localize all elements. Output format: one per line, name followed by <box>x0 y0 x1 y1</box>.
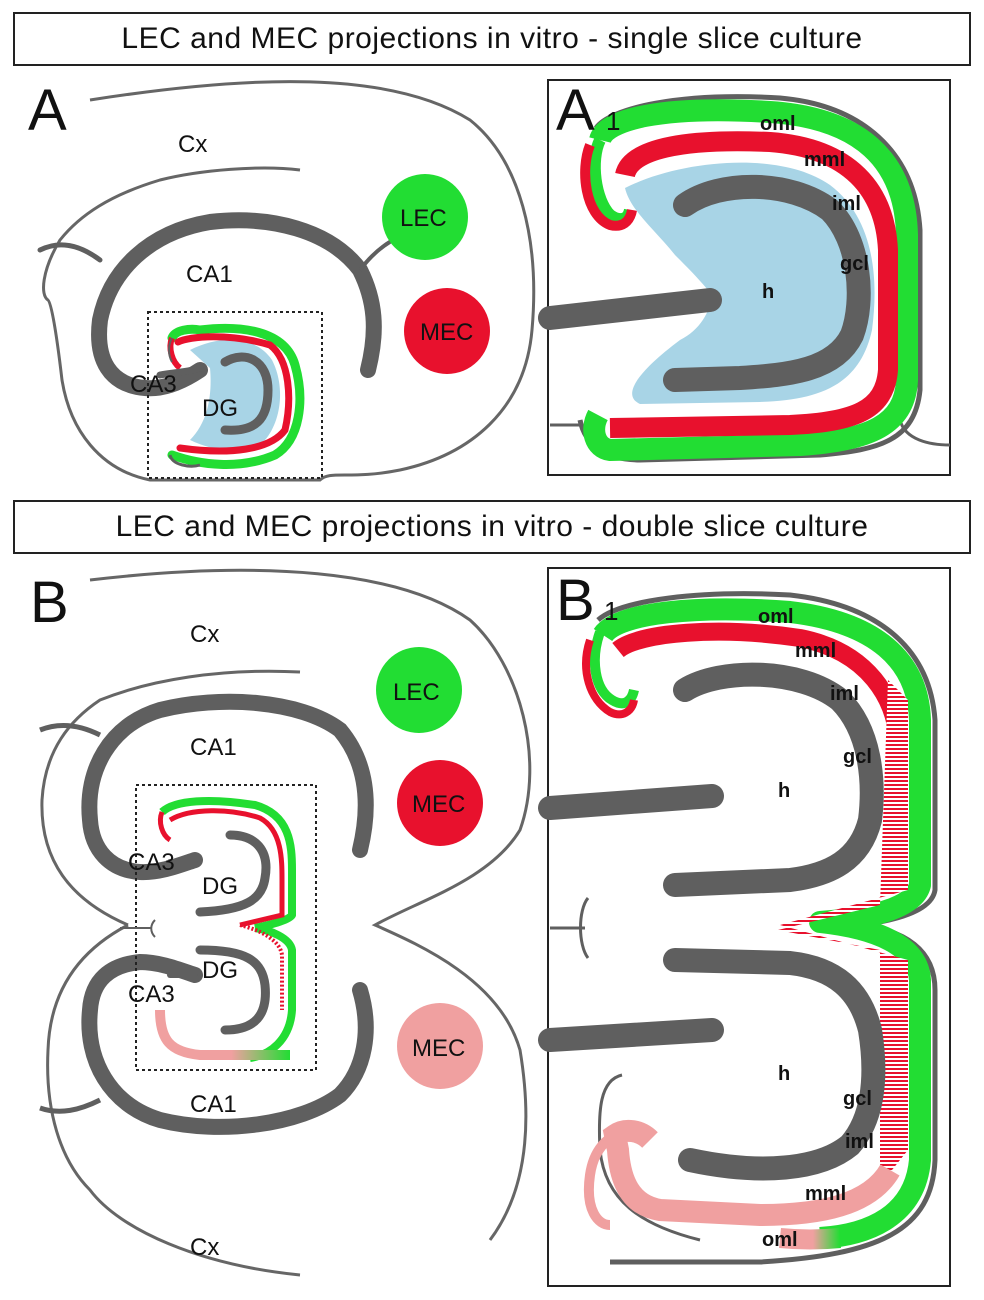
oml-a1 <box>583 99 918 461</box>
panel-label-b: B <box>30 570 69 635</box>
label-oml-b1-bottom: oml <box>762 1229 798 1251</box>
slice-outline-a <box>42 80 536 482</box>
panel-label-a1: A <box>556 78 595 143</box>
title-double-slice: LEC and MEC projections in vitro - doubl… <box>13 500 971 554</box>
lec-circle-b <box>376 647 462 733</box>
ca-layer-b-top <box>81 693 374 881</box>
panel-label-b1-sub: 1 <box>604 596 618 626</box>
mml-b-top <box>168 808 285 928</box>
label-h-b1-bottom: h <box>778 1063 790 1085</box>
mml-b1-hatched <box>778 680 908 1185</box>
gcl-a1 <box>663 174 871 392</box>
oml-b-top <box>159 796 296 932</box>
oml-b1 <box>593 598 931 1249</box>
inset-box-a <box>147 311 323 479</box>
label-h-a1: h <box>762 281 774 303</box>
panel-a: A Cx CA1 CA3 DG LEC MEC <box>28 78 536 482</box>
label-lec-a: LEC <box>400 205 447 232</box>
gcl-b-bottom <box>195 945 270 1035</box>
mec-circle-a <box>404 288 490 374</box>
label-lec-b: LEC <box>393 679 440 706</box>
mec-circle-b <box>397 760 483 846</box>
label-dg-b-bottom: DG <box>202 957 238 984</box>
mml-a <box>174 333 293 455</box>
label-iml-b1-top: iml <box>830 683 859 705</box>
label-gcl-b1-bottom: gcl <box>843 1088 872 1110</box>
label-gcl-a1: gcl <box>840 253 869 275</box>
oml-a <box>167 323 305 469</box>
gcl-a <box>220 352 273 435</box>
title-single-slice: LEC and MEC projections in vitro - singl… <box>13 12 971 66</box>
mec-contra-circle-b <box>397 1003 483 1089</box>
label-iml-a1: iml <box>832 193 861 215</box>
label-ca3-b-top: CA3 <box>128 849 175 876</box>
label-dg-a: DG <box>202 395 238 422</box>
label-gcl-b1-top: gcl <box>843 746 872 768</box>
label-oml-b1-top: oml <box>758 606 794 628</box>
label-mec-b: MEC <box>412 791 465 818</box>
label-mec-contra-b: MEC <box>412 1035 465 1062</box>
label-cx-b-bottom: Cx <box>190 1234 219 1261</box>
label-ca1-b-top: CA1 <box>190 734 237 761</box>
panel-b: B Cx CA1 CA3 DG DG CA3 CA1 Cx LEC MEC ME… <box>30 568 532 1277</box>
label-cx-a: Cx <box>178 131 207 158</box>
label-iml-b1-bottom: iml <box>845 1131 874 1153</box>
label-cx-b-top: Cx <box>190 621 219 648</box>
mml-a1 <box>609 131 898 438</box>
gcl-b1-bottom <box>663 948 886 1181</box>
panel-b1: B 1 oml mml iml gcl h h gcl iml mml oml <box>538 567 951 1287</box>
label-ca1-a: CA1 <box>186 261 233 288</box>
ca-layer-b-bottom <box>81 953 374 1135</box>
panel-label-b1: B <box>556 568 595 633</box>
label-ca3-a: CA3 <box>130 371 177 398</box>
label-mml-b1-top: mml <box>795 640 836 662</box>
label-mml-b1-bottom: mml <box>805 1183 846 1205</box>
hilus-a1 <box>625 162 875 404</box>
gcl-b-top <box>195 830 271 917</box>
panel-label-a: A <box>28 78 67 143</box>
label-oml-a1: oml <box>760 113 796 135</box>
label-h-b1-top: h <box>778 780 790 802</box>
label-ca1-b-bottom: CA1 <box>190 1091 237 1118</box>
label-dg-b-top: DG <box>202 873 238 900</box>
label-ca3-b-bottom: CA3 <box>128 981 175 1008</box>
lec-circle-a <box>382 174 468 260</box>
panel-a1: A 1 oml mml iml gcl h <box>538 78 951 476</box>
label-mml-a1: mml <box>804 149 845 171</box>
label-mec-a: MEC <box>420 319 473 346</box>
slice-outline-b <box>46 568 532 1277</box>
gcl-b1-top <box>663 662 884 897</box>
ca1-ca3-layer-a <box>91 212 382 397</box>
oml-b-bottom <box>155 1009 290 1060</box>
panel-label-a1-sub: 1 <box>606 106 620 136</box>
